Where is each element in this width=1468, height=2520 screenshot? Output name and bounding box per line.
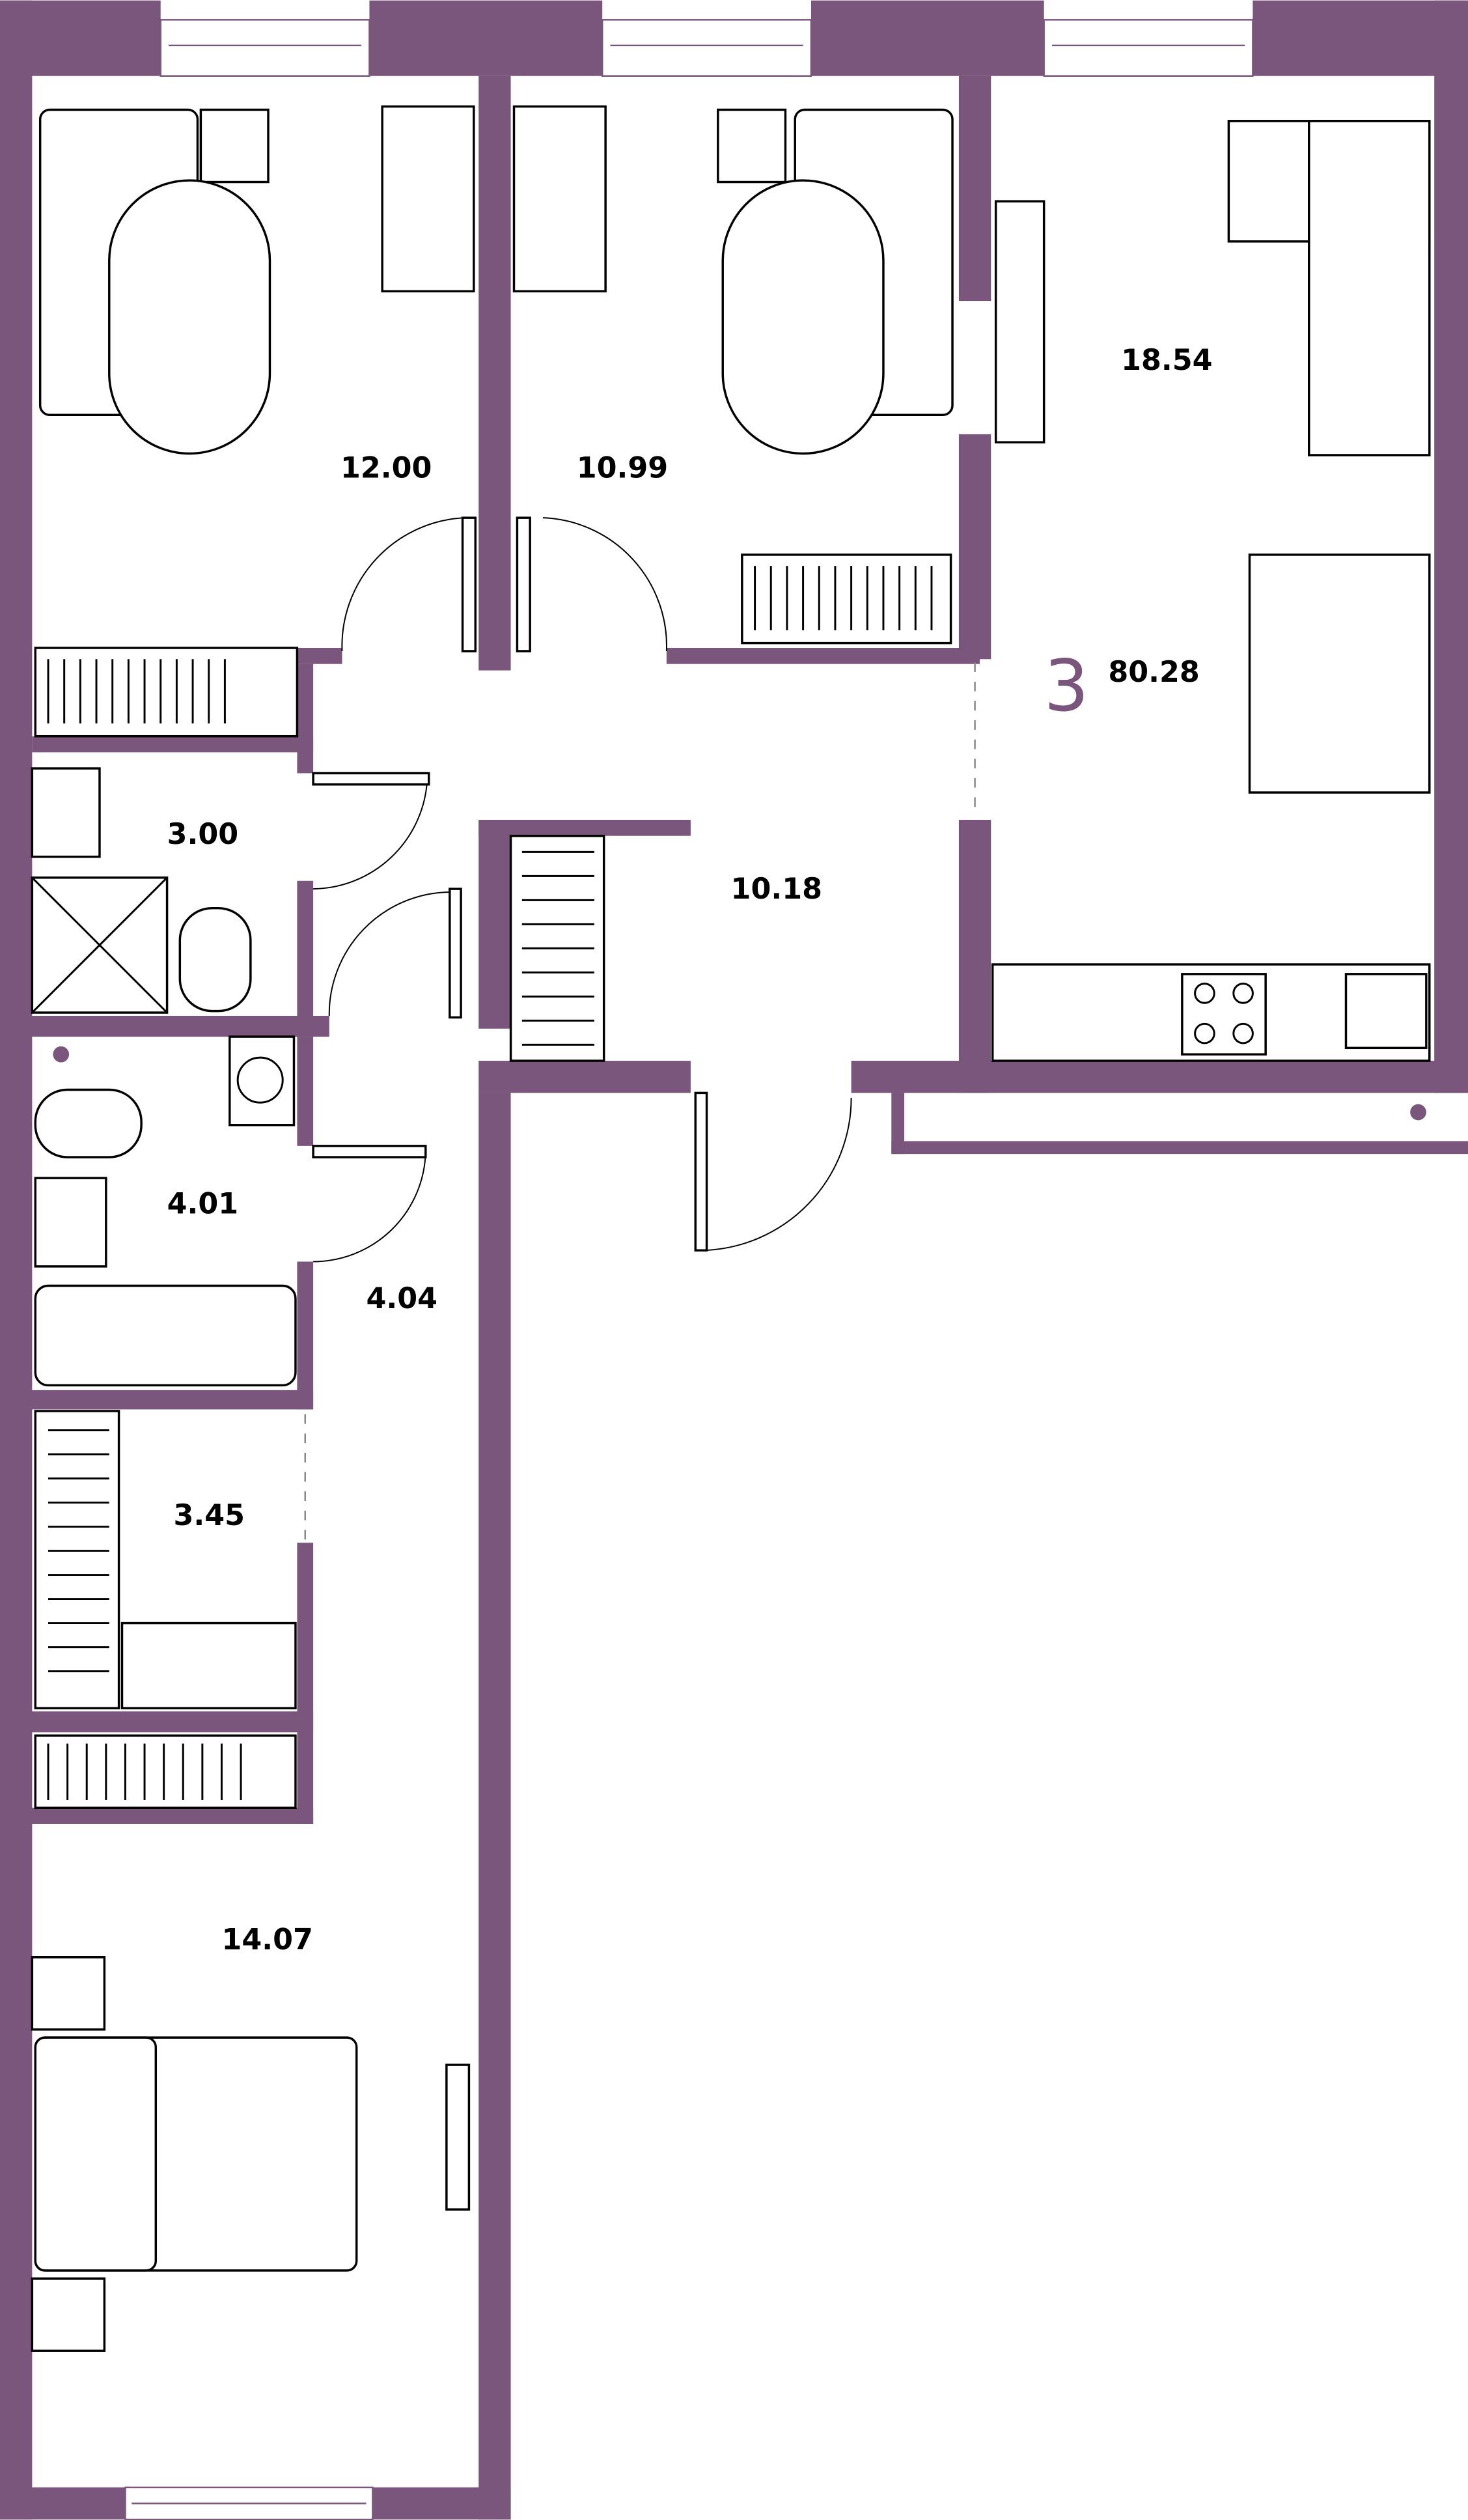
area-labels: 12.00 10.99 18.54 3 80.28 3.00 10.18 4.0… xyxy=(167,344,1213,1956)
rooms-count: 3 xyxy=(1044,645,1089,727)
area-bedroom-3: 14.07 xyxy=(221,1923,312,1956)
windows xyxy=(124,19,1254,2520)
area-bathroom: 4.01 xyxy=(167,1187,239,1220)
area-hallway: 10.18 xyxy=(731,873,822,906)
area-wardrobe: 3.45 xyxy=(173,1499,245,1532)
total-area: 80.28 xyxy=(1108,656,1199,689)
doors xyxy=(304,516,976,1540)
area-corridor: 4.04 xyxy=(367,1282,438,1315)
area-bedroom-2: 10.99 xyxy=(577,451,668,484)
furniture xyxy=(31,105,1431,2352)
area-bedroom-1: 12.00 xyxy=(340,451,432,484)
area-toilet: 3.00 xyxy=(167,818,239,851)
area-living-kitchen: 18.54 xyxy=(1121,344,1212,377)
